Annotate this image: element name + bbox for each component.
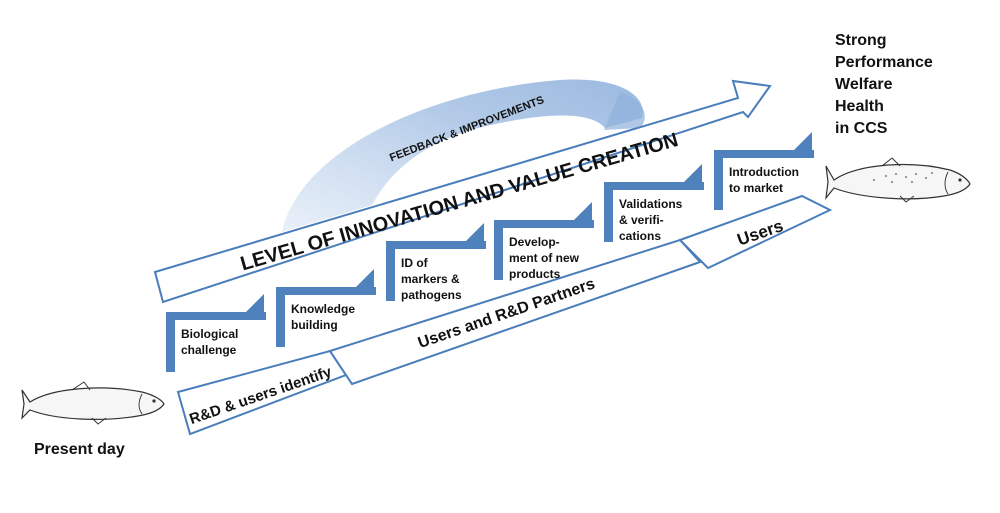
step-1-notch	[246, 294, 264, 312]
step-3-line-2: markers &	[401, 272, 460, 286]
step-3-tread	[386, 241, 486, 249]
step-4-notch	[574, 202, 592, 220]
step-5-riser	[604, 182, 613, 242]
step-3-notch	[466, 223, 484, 241]
step-2-line-2: building	[291, 318, 338, 332]
partners-label: Users and R&D Partners	[416, 275, 597, 352]
step-3-line-1: ID of	[401, 256, 429, 270]
steps-staircase: Biological challenge Knowledge building ID o…	[166, 132, 814, 372]
step-4-label: Develop-ment of new products	[509, 235, 580, 281]
step-4-line-1: Develop-	[509, 235, 560, 249]
step-4-line-2: ment of new	[509, 251, 580, 265]
step-2-tread	[276, 287, 376, 295]
step-1-riser	[166, 312, 175, 372]
feedback-arrow	[282, 79, 645, 232]
fish-start-icon	[21, 381, 165, 425]
step-6-line-1: Introduction	[729, 165, 799, 179]
step-3-label: ID of markers & pathogens	[401, 256, 462, 302]
step-2-riser	[276, 287, 285, 347]
step-6-notch	[794, 132, 812, 150]
step-6-label: Introduction to market	[729, 165, 799, 195]
step-5-line-1: Validations	[619, 197, 683, 211]
partners-arrow	[328, 238, 702, 386]
outcome-line-4: Health	[835, 98, 884, 115]
step-2: Knowledge building	[276, 269, 376, 347]
step-5-line-3: cations	[619, 229, 661, 243]
step-5-label: Validations & verifi-cations	[619, 197, 683, 243]
step-2-notch	[356, 269, 374, 287]
step-3-line-3: pathogens	[401, 288, 462, 302]
step-6-riser	[714, 150, 723, 210]
step-5-notch	[684, 164, 702, 182]
innovation-arrow	[153, 79, 772, 304]
present-day-label: Present day	[34, 441, 125, 458]
step-1-label: Biological challenge	[181, 327, 238, 357]
step-5-tread	[604, 182, 704, 190]
fish-end-icon	[825, 157, 971, 203]
users-arrow	[678, 194, 833, 270]
step-2-label: Knowledge building	[291, 302, 355, 332]
step-4-line-3: products	[509, 267, 561, 281]
step-6-tread	[714, 150, 814, 158]
step-2-line-1: Knowledge	[291, 302, 355, 316]
step-3: ID of markers & pathogens	[386, 223, 486, 302]
step-4: Develop-ment of new products	[494, 202, 594, 281]
step-4-riser	[494, 220, 503, 280]
step-4-tread	[494, 220, 594, 228]
step-3-riser	[386, 241, 395, 301]
step-1-tread	[166, 312, 266, 320]
outcome-line-3: Welfare	[835, 76, 893, 93]
step-5-line-2: & verifi-	[619, 213, 664, 227]
step-1: Biological challenge	[166, 294, 266, 372]
step-1-line-1: Biological	[181, 327, 238, 341]
step-6-line-2: to market	[729, 181, 783, 195]
outcome-line-5: in CCS	[835, 120, 888, 137]
step-6: Introduction to market	[714, 132, 814, 210]
step-1-line-2: challenge	[181, 343, 237, 357]
outcome-line-1: Strong	[835, 32, 887, 49]
outcome-line-2: Performance	[835, 54, 933, 71]
step-5: Validations & verifi-cations	[604, 164, 704, 243]
